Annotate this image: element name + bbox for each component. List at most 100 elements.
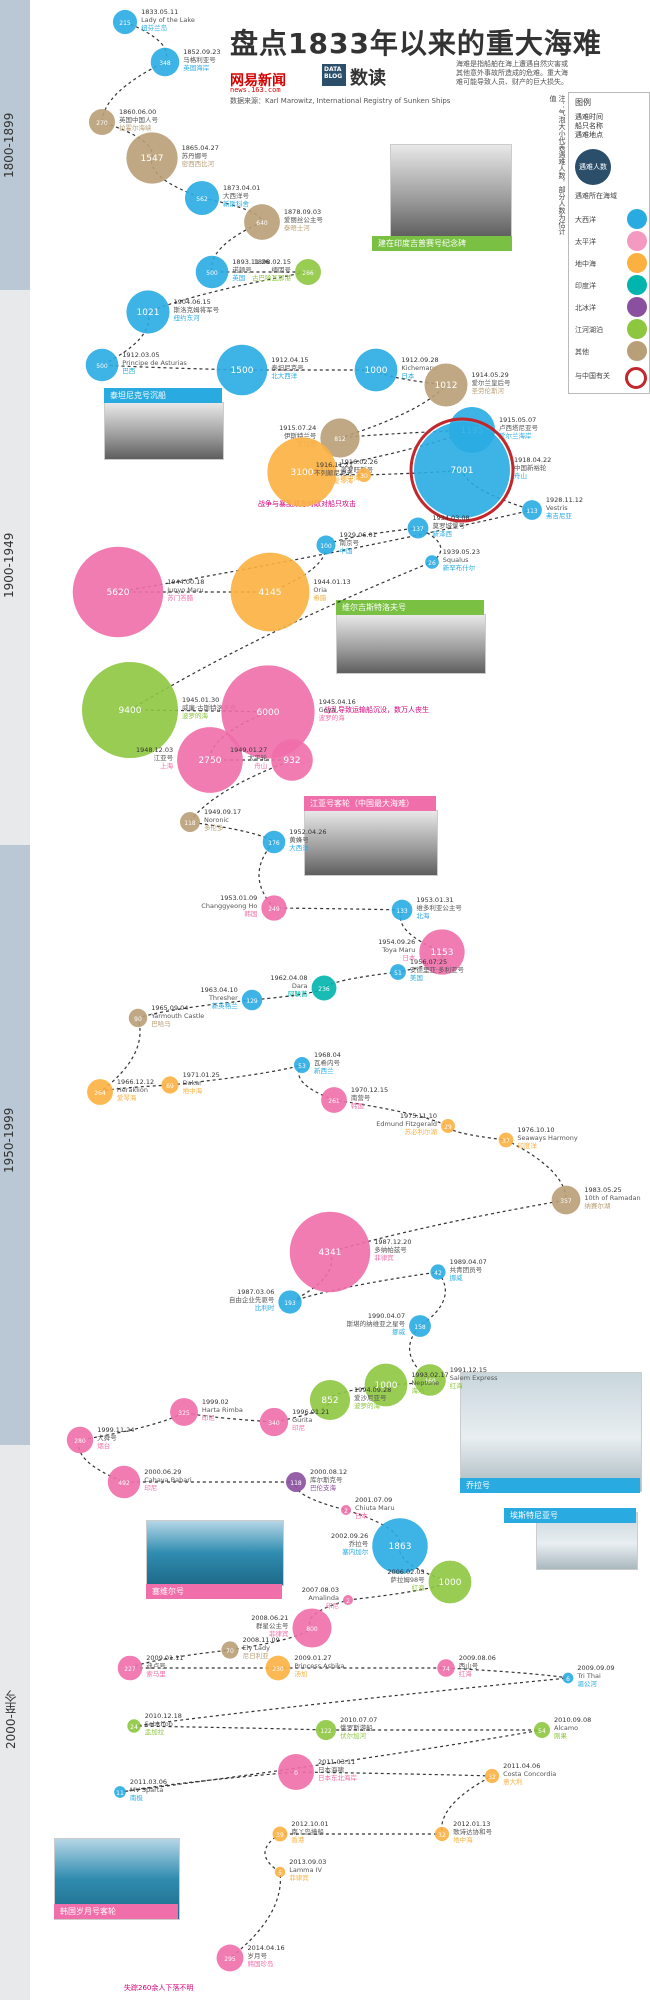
- event-place: 地中海: [183, 1086, 203, 1095]
- event-circle: [180, 812, 200, 832]
- event-ship-name: 维多利亚公主号: [416, 903, 462, 912]
- event-ship-name: Principe de Asturias: [122, 359, 187, 367]
- photo-joola: [460, 1372, 642, 1492]
- photo-caption: 建在印度吉普赛号纪念碑: [372, 236, 512, 251]
- event-circle: [126, 290, 170, 334]
- event-date: 1934.03.08: [432, 514, 469, 522]
- event-date: 2009.09.09: [577, 1664, 614, 1672]
- event-date: 2010.12.18: [145, 1712, 182, 1720]
- photo-caption: 埃斯特尼亚号: [504, 1508, 636, 1523]
- event-circle: [372, 1518, 428, 1574]
- event-ship-name: 瓦希内号: [314, 1058, 341, 1067]
- event-deaths: 30: [360, 473, 368, 480]
- event-deaths: 5620: [107, 588, 130, 598]
- event-date: 1914.05.29: [471, 371, 508, 379]
- event-deaths: 1547: [141, 154, 164, 164]
- event-deaths: 1153: [431, 948, 454, 958]
- event-deaths: 1863: [389, 1542, 412, 1552]
- legend-item-label: 印度洋: [575, 282, 596, 290]
- event-ship-name: Vestris: [546, 504, 568, 512]
- event-ship-name: 库尔斯克号: [310, 1475, 343, 1484]
- event-deaths: 7001: [451, 466, 474, 476]
- event-ship-name: 岁月号: [247, 1951, 267, 1960]
- photo-memorial: [390, 144, 512, 238]
- event-circle: [430, 1264, 446, 1280]
- event-place: 舟山: [514, 471, 527, 480]
- event-ship-name: Edmund Fitzgerald: [376, 1120, 437, 1128]
- event-place: 圣劳伦斯河: [471, 386, 504, 395]
- event-place: 红海: [412, 1583, 426, 1592]
- event-circle: [216, 344, 268, 396]
- event-date: 1852.09.23: [183, 48, 220, 56]
- event-place: 湄公河: [577, 1679, 597, 1688]
- event-ship-name: 缅因号: [272, 265, 292, 274]
- event-place: 纳赛尔湖: [584, 1201, 611, 1210]
- legend-item: 大西洋: [575, 209, 647, 229]
- event-ship-name: Sobkhob: [145, 1720, 173, 1728]
- legend-item-swatch: [627, 275, 647, 295]
- event-ship-name: 俄罗斯游船: [340, 1723, 373, 1732]
- event-date: 1962.04.08: [270, 974, 307, 982]
- event-place: 美国: [410, 973, 423, 982]
- event-ship-name: 卢西塔尼亚号: [499, 423, 539, 432]
- event-circle: [117, 1655, 143, 1681]
- event-date: 2012.10.01: [291, 1820, 328, 1828]
- event-ship-name: 南丫岛撞船: [291, 1827, 324, 1836]
- event-circle: [425, 555, 439, 569]
- event-deaths: 118: [290, 1480, 302, 1487]
- event-circle: [216, 1944, 244, 1972]
- event-deaths: 215: [119, 20, 131, 27]
- event-deaths: 24: [130, 1724, 138, 1731]
- event-deaths: 37: [502, 1138, 510, 1145]
- event-deaths: 500: [206, 270, 218, 277]
- event-ship-name: Junyo Maru: [166, 586, 203, 594]
- event-circle: [407, 517, 429, 539]
- event-place: 苏门答腊: [167, 593, 194, 602]
- event-circle: [295, 259, 321, 285]
- event-ship-name: Chiuta Maru: [355, 1504, 395, 1512]
- event-circle: [230, 552, 310, 632]
- event-ship-name: Yarmouth Castle: [150, 1012, 204, 1020]
- event-date: 1915.05.07: [499, 416, 536, 424]
- event-place: 日本: [401, 371, 415, 380]
- event-place: 爱尔兰海岸: [499, 431, 532, 440]
- event-date: 1987.03.06: [237, 1288, 274, 1296]
- era-band-2000: 2000-至今: [0, 1445, 30, 2000]
- event-date: 1916.02.26: [341, 458, 378, 466]
- event-circle: [341, 1505, 351, 1515]
- event-date: 1928.11.12: [546, 496, 583, 504]
- note-sewol: 失踪260余人下落不明: [124, 1984, 194, 1992]
- event-place: 泰晤士河: [284, 223, 311, 232]
- event-place: 韩国: [244, 909, 257, 918]
- event-date: 1987.12.20: [374, 1238, 411, 1246]
- event-deaths: 53: [298, 1063, 306, 1070]
- event-deaths: 280: [74, 1438, 86, 1445]
- event-place: 韩国珍岛: [247, 1959, 273, 1968]
- event-circle: [311, 975, 337, 1001]
- legend-deaths-label: 遇难人数: [579, 163, 607, 171]
- event-ship-name: 自由企业先驱号: [229, 1295, 275, 1304]
- event-date: 2002.09.26: [331, 1532, 368, 1540]
- event-circle: [221, 665, 315, 759]
- event-place: 密西西比河: [182, 159, 215, 168]
- event-circle: [107, 1465, 141, 1499]
- event-deaths: 70: [226, 1648, 234, 1655]
- event-circle: [316, 535, 336, 555]
- legend-item-swatch: [627, 319, 647, 339]
- event-deaths: 69: [166, 1083, 174, 1090]
- event-place: 印尼: [326, 1602, 339, 1610]
- event-place: 塞内加尔: [342, 1547, 369, 1556]
